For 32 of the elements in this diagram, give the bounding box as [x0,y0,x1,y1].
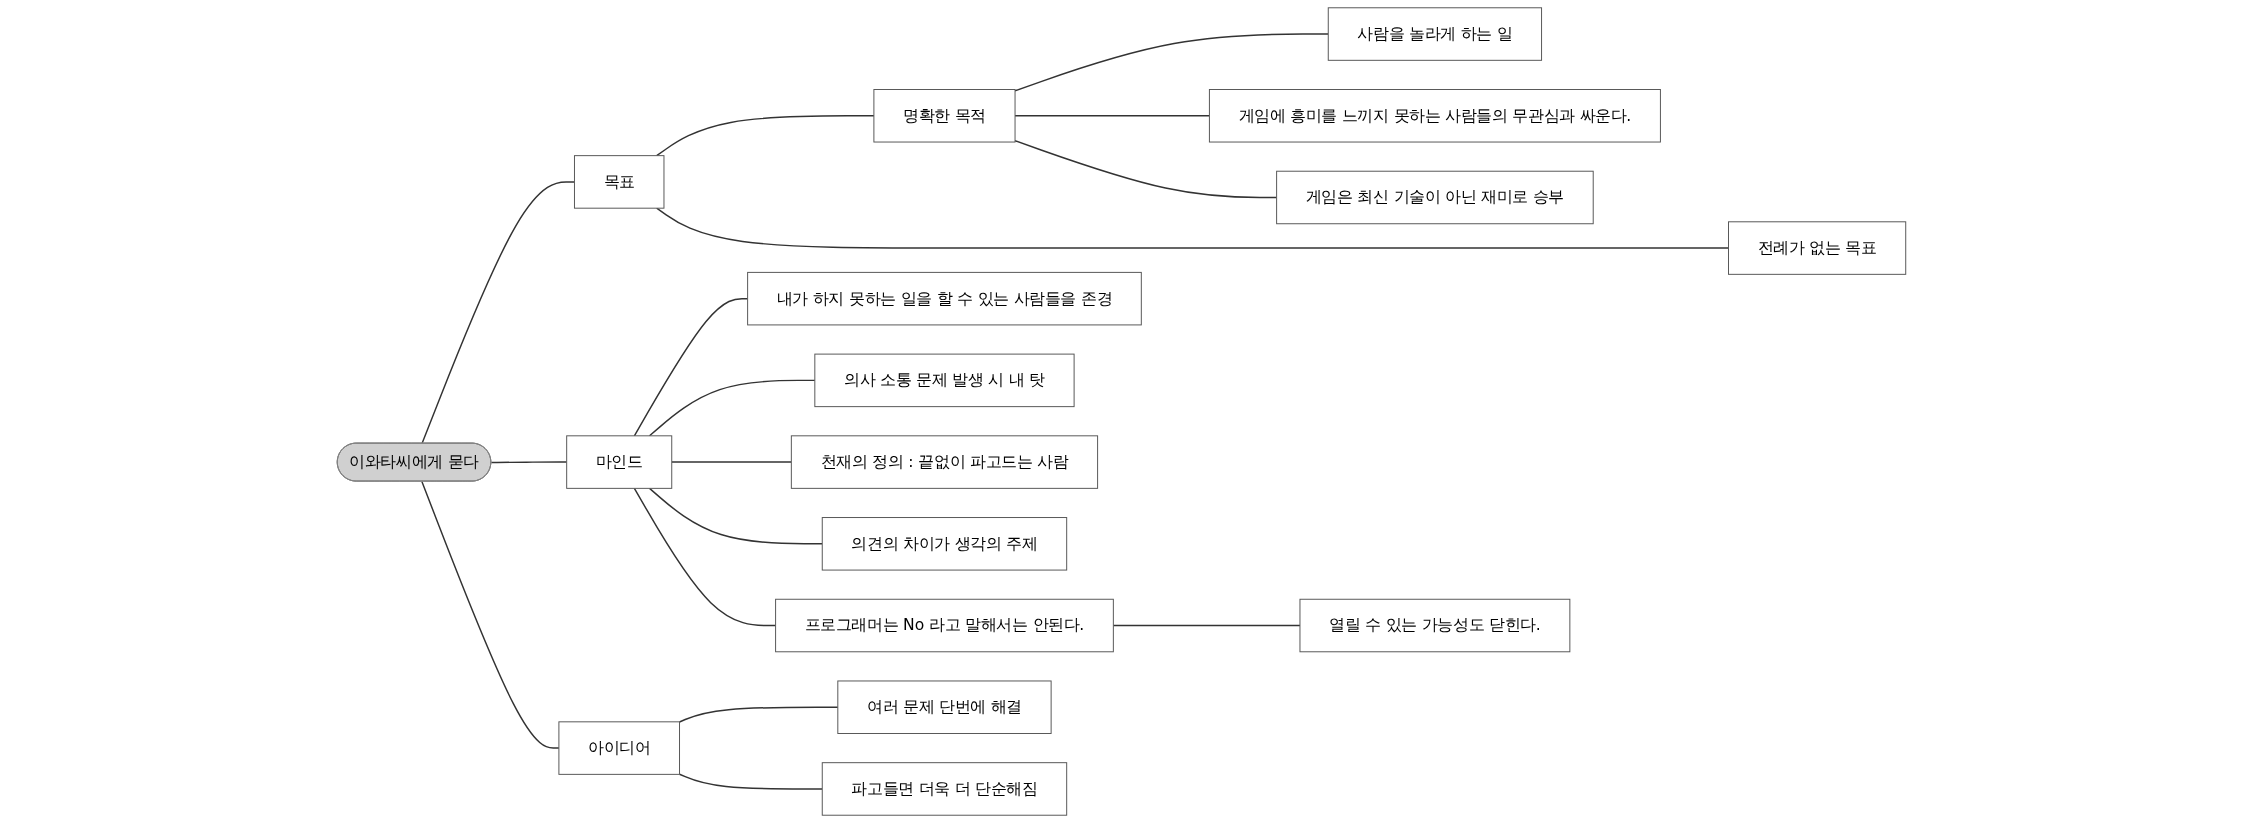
connector [671,461,793,463]
connector [655,115,875,157]
node-box: 사람을 놀라게 하는 일 [1327,7,1543,61]
connector [1014,33,1329,92]
connector [421,181,576,445]
node-box: 전례가 없는 목표 [1728,221,1907,275]
node-box: 게임은 최신 기술이 아닌 재미로 승부 [1276,170,1594,225]
connector [648,379,816,437]
node-box: 명확한 목적 [873,89,1016,143]
connector [490,461,568,464]
node-box: 파고들면 더욱 더 단순해짐 [821,762,1068,816]
node-box: 마인드 [566,435,673,489]
connector [633,297,749,437]
node-box: 여러 문제 단번에 해결 [837,680,1052,734]
connector [655,207,1730,249]
connector [1112,624,1301,627]
node-box: 내가 하지 못하는 일을 할 수 있는 사람들을 존경 [747,271,1142,326]
connector [678,706,839,723]
node-box: 아이디어 [558,721,680,775]
connector [678,773,823,790]
node-box: 의견의 차이가 생각의 주제 [821,517,1068,571]
node-box: 의사 소통 문제 발생 시 내 탓 [814,353,1075,408]
node-box: 열릴 수 있는 가능성도 닫힌다. [1299,598,1571,653]
connector [1014,140,1278,199]
node-box: 프로그래머는 No 라고 말해서는 안된다. [775,598,1114,653]
node-box: 게임에 흥미를 느끼지 못하는 사람들의 무관심과 싸운다. [1208,89,1661,143]
node-box: 목표 [574,155,665,209]
connector [421,480,560,749]
connector [633,487,777,627]
connector [1014,115,1211,117]
node-box: 천재의 정의 : 끝없이 파고드는 사람 [790,435,1099,489]
connector [648,487,823,545]
